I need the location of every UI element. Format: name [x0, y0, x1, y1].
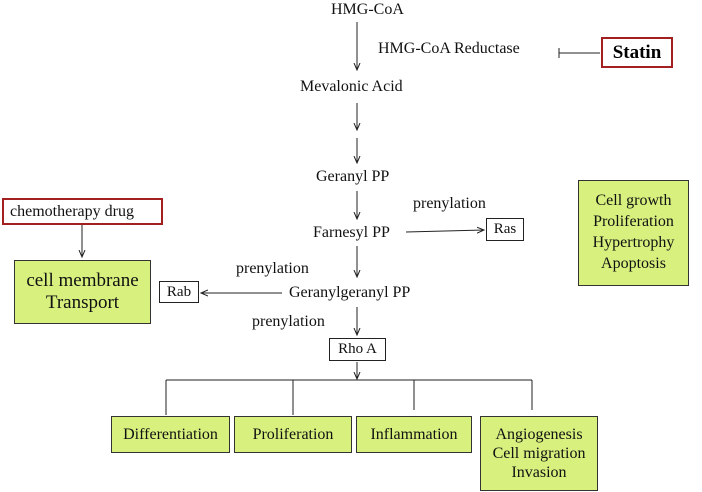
label-prenylation-rab: prenylation — [236, 260, 309, 277]
outcome-inflammation: Inflammation — [356, 416, 472, 453]
node-hmg-coa: HMG-CoA — [331, 1, 404, 18]
rab-box: Rab — [159, 281, 199, 303]
arrow-farnesyl-to-ras — [405, 230, 484, 232]
effect-hypertrophy: Hypertrophy — [592, 234, 675, 251]
effect-cell-growth: Cell growth — [595, 192, 672, 210]
outcome-cell-migration: Cell migration — [492, 444, 586, 462]
cell-effects-box: Cell growth Proliferation Hypertrophy Ap… — [578, 180, 689, 286]
membrane-line-1: cell membrane — [26, 270, 139, 292]
label-prenylation-ras: prenylation — [413, 195, 486, 212]
outcome-angiogenesis-box: Angiogenesis Cell migration Invasion — [480, 416, 598, 491]
outcome-differentiation: Differentiation — [111, 416, 230, 453]
ras-box: Ras — [486, 218, 524, 241]
node-mevalonic-acid: Mevalonic Acid — [300, 78, 403, 95]
outcome-invasion: Invasion — [511, 464, 567, 482]
node-geranylgeranyl-pp: Geranylgeranyl PP — [289, 284, 411, 301]
membrane-line-2: Transport — [45, 292, 120, 313]
statin-box: Statin — [601, 37, 673, 68]
rho-a-box: Rho A — [329, 338, 386, 361]
outcome-angiogenesis: Angiogenesis — [495, 425, 583, 443]
outcome-proliferation: Proliferation — [234, 416, 352, 453]
effect-proliferation: Proliferation — [593, 213, 674, 231]
cell-membrane-transport-box: cell membrane Transport — [14, 260, 151, 324]
node-farnesyl-pp: Farnesyl PP — [313, 224, 390, 241]
node-hmg-coa-reductase: HMG-CoA Reductase — [378, 40, 520, 57]
label-prenylation-rho: prenylation — [252, 313, 325, 330]
chemotherapy-drug-box: chemotherapy drug — [2, 198, 163, 225]
effect-apoptosis: Apoptosis — [601, 254, 666, 272]
node-geranyl-pp: Geranyl PP — [316, 168, 390, 185]
